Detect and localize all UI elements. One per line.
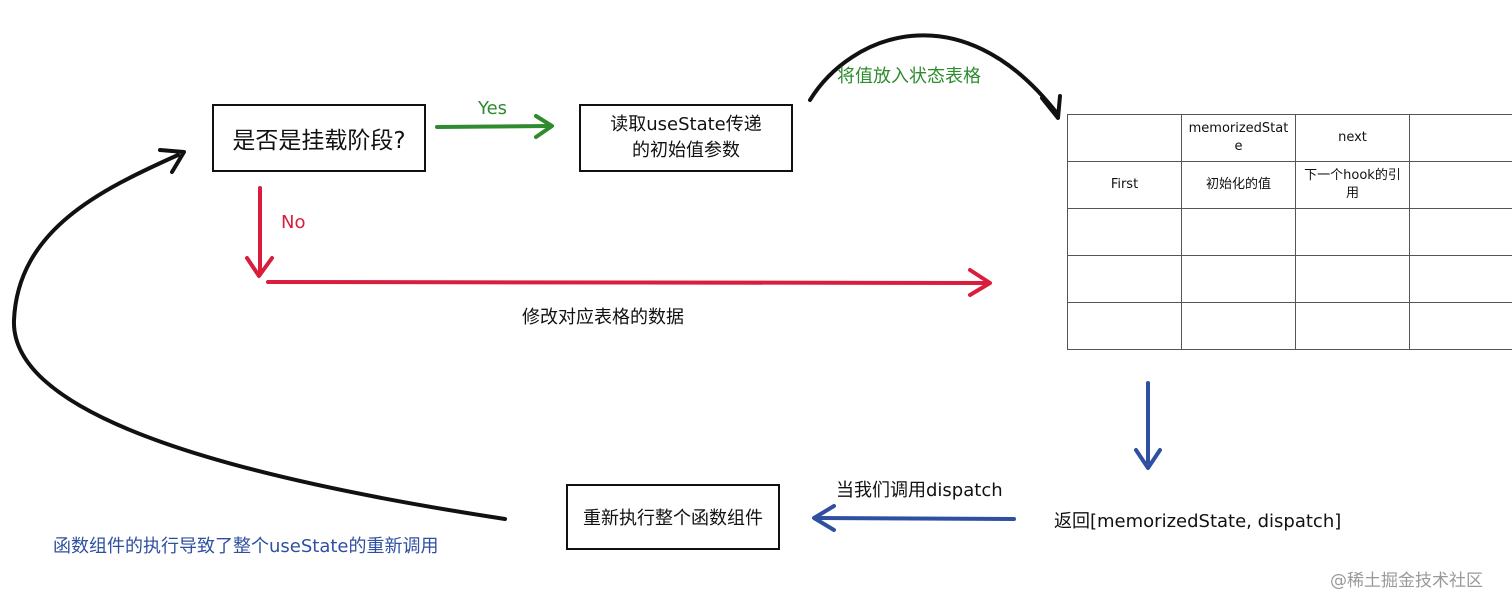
- put-arrowhead: [1040, 94, 1062, 120]
- state-table-cell: [1067, 208, 1182, 256]
- state-table-row: [1067, 302, 1512, 350]
- state-table-cell: memorizedState: [1181, 114, 1296, 162]
- state-table-cell: [1067, 114, 1182, 162]
- read-initial-value-line1: 读取useState传递: [610, 114, 762, 135]
- state-table-cell: 下一个hook的引用: [1295, 161, 1410, 209]
- modify-table-label: 修改对应表格的数据: [522, 307, 684, 328]
- state-table-cell: [1409, 208, 1512, 256]
- state-table: memorizedState next First 初始化的值 下一个hook的…: [1067, 114, 1512, 350]
- yes-arrow: [435, 124, 551, 129]
- put-arrow: [808, 33, 1058, 114]
- return-arrowhead: [1134, 448, 1162, 470]
- state-table-cell: [1409, 302, 1512, 350]
- is-mount-phase-text: 是否是挂载阶段?: [232, 128, 406, 154]
- state-table-cell: [1181, 208, 1296, 256]
- dispatch-arrow: [816, 516, 1016, 521]
- modify-arrow: [266, 280, 990, 285]
- dispatch-arrowhead: [812, 504, 836, 532]
- yes-label: Yes: [478, 98, 508, 119]
- put-into-table-label: 将值放入状态表格: [837, 66, 981, 87]
- state-table-row: First 初始化的值 下一个hook的引用: [1067, 161, 1512, 209]
- state-table-cell: [1409, 255, 1512, 303]
- state-table-row: [1067, 208, 1512, 256]
- yes-arrowhead: [534, 114, 554, 139]
- rerender-note-label: 函数组件的执行导致了整个useState的重新调用: [53, 536, 439, 557]
- state-table-cell: [1067, 302, 1182, 350]
- read-initial-value-line2: 的初始值参数: [632, 140, 740, 161]
- read-initial-value-node: 读取useState传递 的初始值参数: [579, 104, 793, 172]
- rerun-component-text: 重新执行整个函数组件: [583, 508, 763, 529]
- watermark: @稀土掘金技术社区: [1330, 571, 1483, 591]
- state-table-cell: [1409, 161, 1512, 209]
- state-table-cell: [1181, 302, 1296, 350]
- state-table-cell: [1295, 208, 1410, 256]
- state-table-cell: 初始化的值: [1181, 161, 1296, 209]
- modify-arrowhead: [968, 268, 992, 297]
- when-dispatch-label: 当我们调用dispatch: [836, 480, 1003, 501]
- state-table-cell: [1295, 255, 1410, 303]
- no-arrowhead: [245, 256, 274, 278]
- state-table-row: [1067, 255, 1512, 303]
- rerun-component-node: 重新执行整个函数组件: [566, 484, 780, 550]
- loop-arrowhead: [158, 148, 186, 174]
- return-value-label: 返回[memorizedState, dispatch]: [1054, 511, 1342, 532]
- state-table-cell: [1181, 255, 1296, 303]
- no-label: No: [281, 212, 306, 233]
- loop-arrow: [11, 153, 507, 521]
- state-table-row: memorizedState next: [1067, 114, 1512, 162]
- state-table-cell: First: [1067, 161, 1182, 209]
- state-table-cell: [1295, 302, 1410, 350]
- state-table-cell: [1067, 255, 1182, 303]
- state-table-cell: next: [1295, 114, 1410, 162]
- is-mount-phase-node: 是否是挂载阶段?: [212, 104, 426, 172]
- state-table-cell: [1409, 114, 1512, 162]
